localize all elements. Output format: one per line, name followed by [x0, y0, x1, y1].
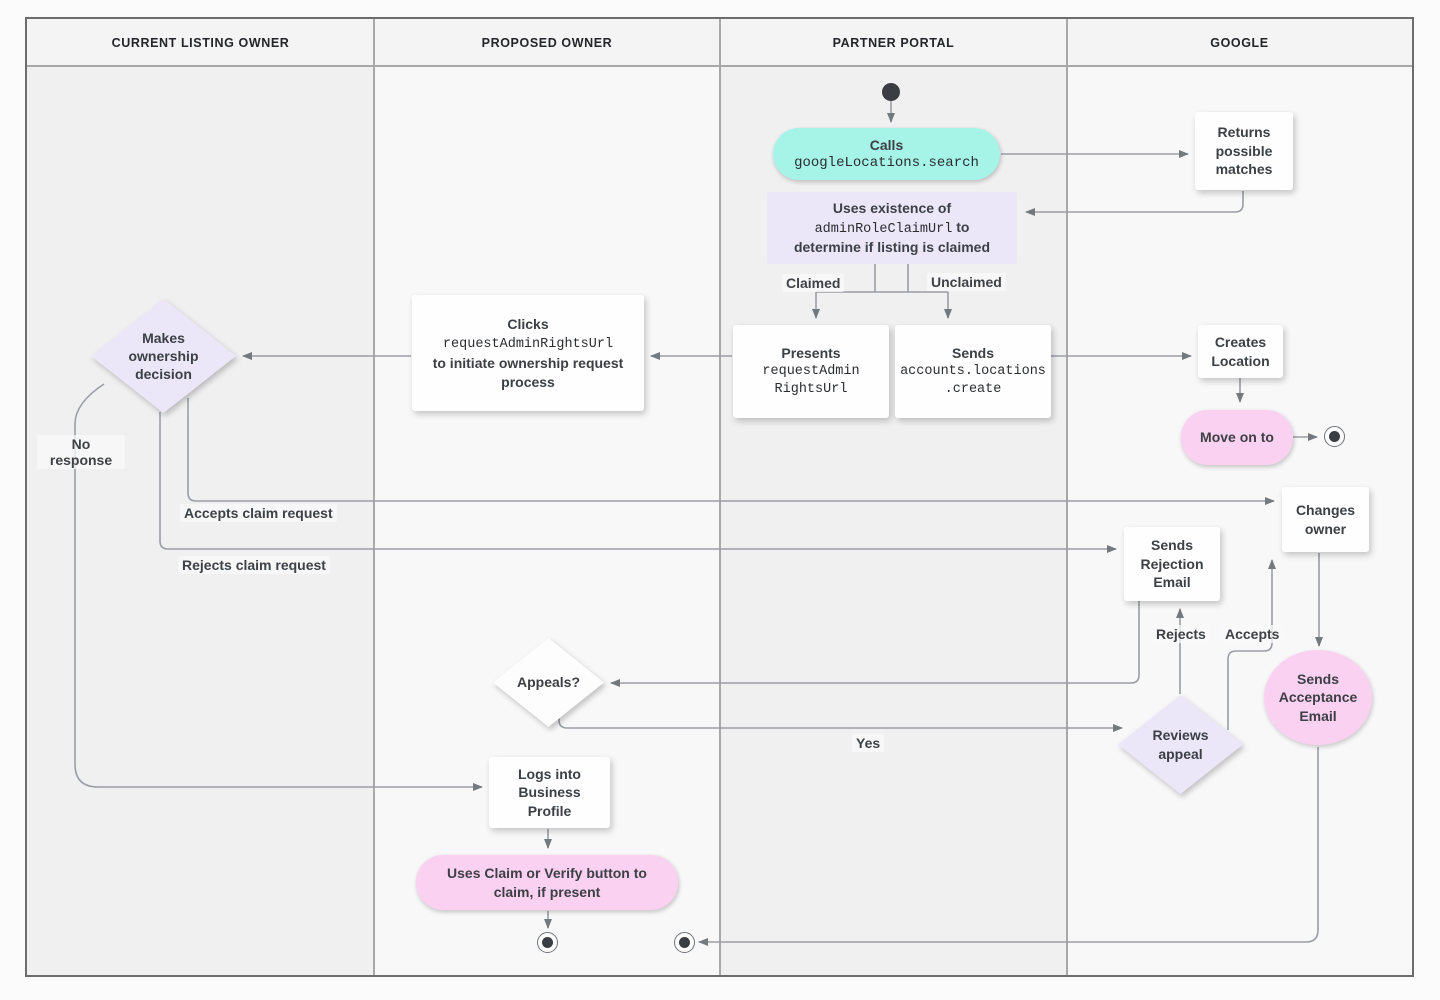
node-sends-rejection-email: Sends Rejection Email	[1124, 527, 1220, 601]
edge-label-yes: Yes	[852, 734, 885, 752]
node-creates-location: Creates Location	[1198, 325, 1283, 378]
edge-label-rejects-claim-request: Rejects claim request	[178, 556, 330, 574]
end-node-claim	[537, 932, 558, 953]
node-sends-accounts-locations-create: Sends accounts.locations .create	[895, 325, 1051, 418]
edge-appeals-yes	[558, 713, 1123, 732]
node-sends-acceptance-email: Sends Acceptance Email	[1264, 650, 1372, 745]
end-node-dot	[542, 937, 553, 948]
lane-divider-2	[719, 19, 721, 975]
node-changes-owner: Changes owner	[1282, 487, 1369, 552]
edge-acceptance-to-end	[698, 747, 1319, 946]
lane-header-proposed-owner: PROPOSED OWNER	[374, 19, 720, 67]
edge-returns-to-uses	[1025, 191, 1244, 216]
edge-rejection-to-appeals	[610, 601, 1140, 687]
edge-label-no-response: No response	[37, 435, 125, 469]
node-logs-into-business-profile: Logs into Business Profile	[489, 757, 610, 828]
end-node-dot	[679, 937, 690, 948]
lane-divider-1	[373, 19, 375, 975]
node-uses-existence: Uses existence of adminRoleClaimUrl to d…	[767, 192, 1017, 264]
edge-label-accepts-claim-request: Accepts claim request	[180, 504, 337, 522]
node-reviews-appeal: Reviews appeal	[1118, 695, 1243, 794]
lane-header-partner-portal: PARTNER PORTAL	[720, 19, 1067, 67]
node-uses-claim-or-verify: Uses Claim or Verify button to claim, if…	[416, 855, 678, 910]
edge-rejects-claim	[159, 412, 1117, 553]
edge-label-accepts: Accepts	[1221, 625, 1284, 643]
node-returns-possible-matches: Returns possible matches	[1195, 112, 1293, 190]
end-node-dot	[1329, 431, 1340, 442]
node-move-on-to: Move on to	[1181, 410, 1293, 465]
node-presents-requestadminrightsurl: Presents requestAdmin RightsUrl	[733, 325, 889, 418]
lane-header-current-listing-owner: CURRENT LISTING OWNER	[27, 19, 374, 67]
edge-no-response	[74, 383, 483, 791]
start-node	[882, 83, 900, 101]
node-calls-googlelocations-search: Calls googleLocations.search	[773, 128, 1000, 180]
edge-accepts-claim	[187, 398, 1275, 505]
end-node-acceptance	[674, 932, 695, 953]
lane-divider-3	[1066, 19, 1068, 975]
edge-label-rejects: Rejects	[1152, 625, 1210, 643]
lane-header-google: GOOGLE	[1067, 19, 1412, 67]
node-clicks-requestadminrightsurl: Clicks requestAdminRightsUrl to initiate…	[412, 295, 644, 411]
end-node-move-on	[1324, 426, 1345, 447]
edge-label-unclaimed: Unclaimed	[927, 273, 1006, 291]
node-makes-ownership-decision: Makes ownership decision	[91, 299, 236, 413]
node-appeals-decision: Appeals?	[493, 638, 604, 727]
edge-reviews-accepts	[1227, 559, 1276, 730]
edge-label-claimed: Claimed	[782, 274, 845, 292]
